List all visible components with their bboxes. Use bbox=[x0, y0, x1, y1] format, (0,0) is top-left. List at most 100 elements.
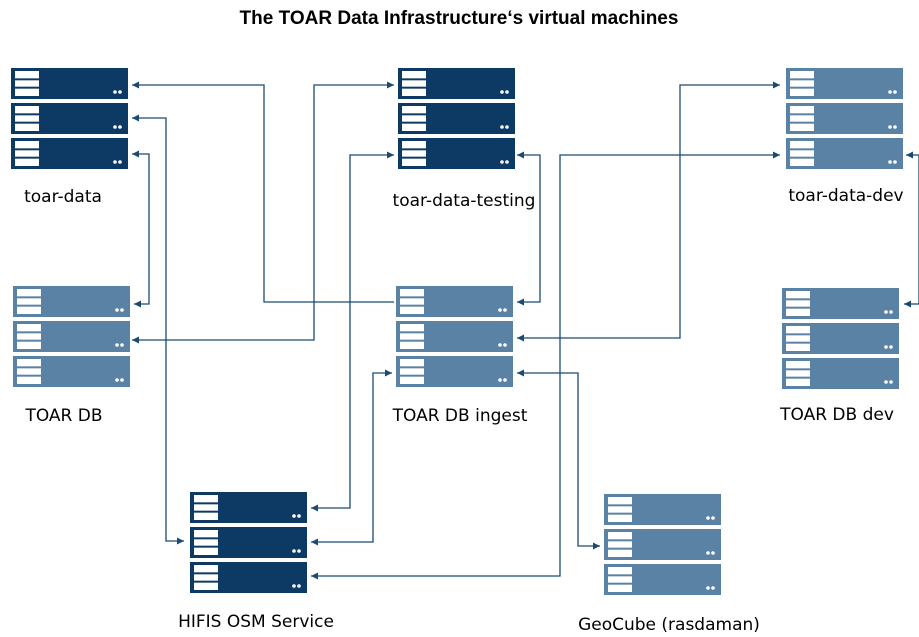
status-led bbox=[115, 343, 119, 347]
status-led bbox=[884, 345, 888, 349]
diagram-title: The TOAR Data Infrastructure‘s virtual m… bbox=[240, 8, 679, 29]
connector-line bbox=[132, 84, 394, 341]
drive-divider bbox=[786, 333, 810, 336]
connector-arrowhead bbox=[517, 298, 524, 306]
status-led bbox=[118, 125, 122, 129]
server-toar-data: toar-data bbox=[11, 68, 128, 207]
server-drive-icon bbox=[194, 495, 218, 520]
connector-line bbox=[311, 154, 394, 509]
server-toar-data-dev: toar-data-dev bbox=[786, 68, 904, 206]
drive-divider bbox=[786, 298, 810, 301]
status-led bbox=[505, 160, 509, 164]
drive-divider bbox=[608, 504, 632, 507]
connector-arrowhead bbox=[132, 114, 139, 122]
status-led bbox=[893, 90, 897, 94]
connector-arrowhead bbox=[593, 542, 600, 550]
drive-divider bbox=[790, 156, 814, 159]
server-drive-icon bbox=[17, 359, 41, 384]
drive-divider bbox=[194, 502, 218, 505]
server-geocube: GeoCube (rasdaman) bbox=[578, 494, 760, 635]
server-unit bbox=[604, 494, 721, 525]
drive-divider bbox=[400, 339, 424, 342]
status-led bbox=[498, 378, 502, 382]
server-drive-icon bbox=[786, 326, 810, 351]
server-unit bbox=[398, 68, 515, 99]
server-unit bbox=[782, 323, 899, 354]
status-led bbox=[297, 549, 301, 553]
status-led bbox=[711, 516, 715, 520]
server-label: HIFIS OSM Service bbox=[178, 612, 334, 632]
drive-divider bbox=[15, 113, 39, 116]
connector-line bbox=[311, 154, 780, 577]
server-unit bbox=[13, 356, 130, 387]
server-drive-icon bbox=[15, 106, 39, 131]
drive-divider bbox=[790, 78, 814, 81]
status-led bbox=[503, 378, 507, 382]
connector-arrowhead bbox=[387, 81, 394, 89]
server-label: GeoCube (rasdaman) bbox=[578, 615, 760, 635]
drive-divider bbox=[402, 121, 426, 124]
connector-arrowhead bbox=[904, 300, 911, 308]
drive-divider bbox=[17, 366, 41, 369]
drive-divider bbox=[400, 374, 424, 377]
status-led bbox=[893, 160, 897, 164]
server-drive-icon bbox=[790, 71, 814, 96]
status-led bbox=[884, 380, 888, 384]
status-led bbox=[711, 551, 715, 555]
server-drive-icon bbox=[402, 71, 426, 96]
status-led bbox=[505, 90, 509, 94]
drive-divider bbox=[17, 374, 41, 377]
status-led bbox=[297, 584, 301, 588]
drive-divider bbox=[194, 580, 218, 583]
connector-line bbox=[517, 154, 541, 303]
connector-line bbox=[517, 84, 780, 339]
server-unit bbox=[604, 564, 721, 595]
server-unit bbox=[11, 68, 128, 99]
connector-arrowhead bbox=[177, 537, 184, 545]
status-led bbox=[893, 125, 897, 129]
server-drive-icon bbox=[608, 532, 632, 557]
drive-divider bbox=[400, 366, 424, 369]
status-led bbox=[292, 549, 296, 553]
status-led bbox=[498, 343, 502, 347]
status-led bbox=[292, 584, 296, 588]
status-led bbox=[889, 345, 893, 349]
server-drive-icon bbox=[400, 289, 424, 314]
server-label: TOAR DB ingest bbox=[392, 406, 528, 426]
connector-arrowhead bbox=[517, 334, 524, 342]
status-led bbox=[115, 378, 119, 382]
server-drive-icon bbox=[17, 324, 41, 349]
drive-divider bbox=[790, 86, 814, 89]
drive-divider bbox=[790, 148, 814, 151]
drive-divider bbox=[15, 156, 39, 159]
server-unit bbox=[396, 356, 513, 387]
connector-arrowhead bbox=[517, 151, 524, 159]
server-toar-db: TOAR DB bbox=[13, 286, 130, 426]
server-drive-icon bbox=[402, 141, 426, 166]
server-toar-db-dev: TOAR DB dev bbox=[779, 288, 899, 425]
drive-divider bbox=[608, 547, 632, 550]
connector-arrowhead bbox=[134, 300, 141, 308]
status-led bbox=[113, 125, 117, 129]
drive-divider bbox=[786, 341, 810, 344]
server-drive-icon bbox=[790, 106, 814, 131]
server-drive-icon bbox=[608, 567, 632, 592]
status-led bbox=[505, 125, 509, 129]
server-label: toar-data bbox=[24, 187, 102, 207]
server-drive-icon bbox=[790, 141, 814, 166]
drive-divider bbox=[15, 148, 39, 151]
status-led bbox=[297, 514, 301, 518]
server-drive-icon bbox=[400, 324, 424, 349]
status-led bbox=[503, 343, 507, 347]
status-led bbox=[503, 308, 507, 312]
server-unit bbox=[11, 138, 128, 169]
status-led bbox=[888, 90, 892, 94]
server-toar-db-ingest: TOAR DB ingest bbox=[392, 286, 528, 426]
connector-line bbox=[132, 117, 184, 542]
server-drive-icon bbox=[608, 497, 632, 522]
drive-divider bbox=[608, 574, 632, 577]
drive-divider bbox=[608, 539, 632, 542]
server-label: toar-data-testing bbox=[393, 191, 536, 211]
status-led bbox=[120, 343, 124, 347]
connector-arrowhead bbox=[311, 572, 318, 580]
